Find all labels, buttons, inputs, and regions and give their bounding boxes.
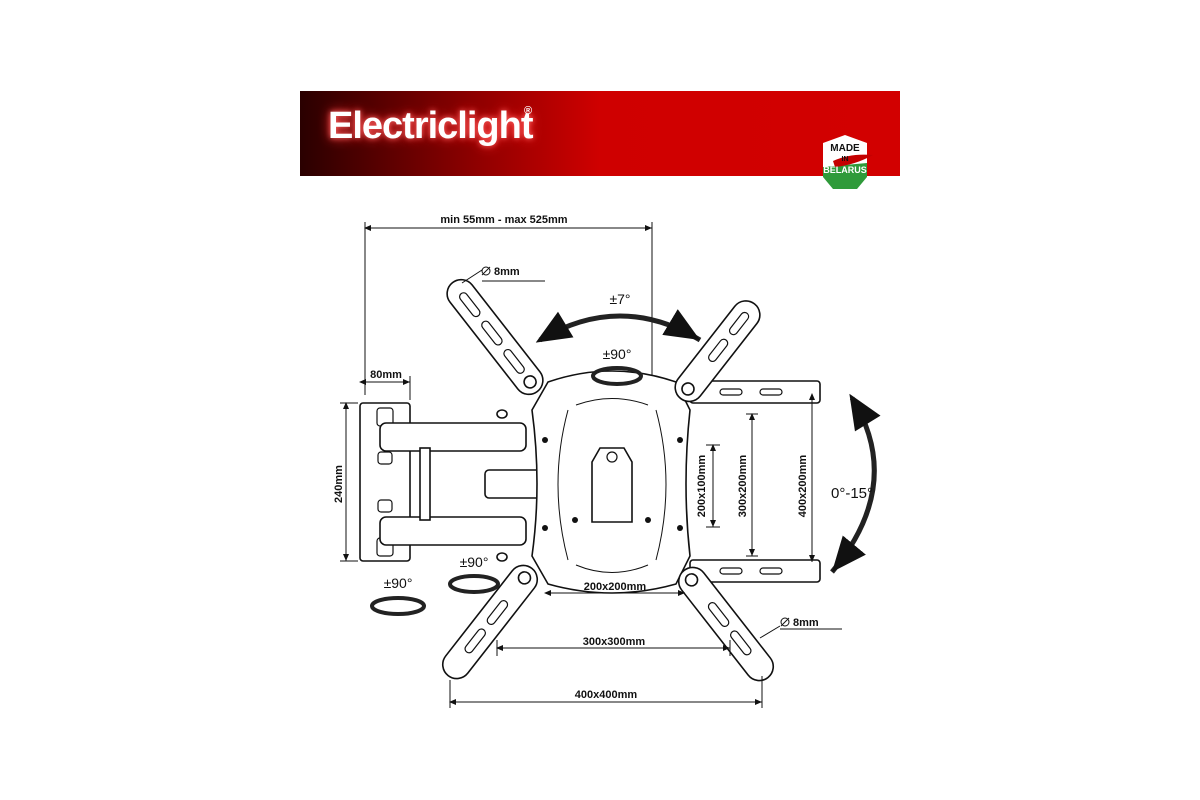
registered-mark: ®: [524, 105, 533, 117]
vesa-200x100-label: 200x100mm: [696, 455, 708, 518]
vesa-horizontal-dimensions: 200x200mm 300x300mm 400x400mm: [449, 581, 763, 708]
vesa-400x200-label: 400x200mm: [797, 455, 809, 518]
swivel-mid-icon: ±90°: [448, 554, 500, 594]
wall-height-label: 240mm: [333, 465, 345, 503]
vesa-300x300-label: 300x300mm: [583, 636, 646, 648]
vesa-plate: [531, 370, 691, 594]
vesa-400x400-label: 400x400mm: [575, 689, 638, 701]
vesa-200x200-label: 200x200mm: [584, 581, 647, 593]
tilt-side-label: ±7°: [609, 291, 630, 307]
bracket-top-right: [674, 300, 761, 403]
hole-callout-bottom: 8mm: [759, 617, 842, 639]
swivel-bottom-label: ±90°: [384, 575, 413, 591]
hole-callout-top: 8mm: [461, 266, 545, 284]
bracket-bottom-left: [441, 564, 539, 680]
wall-height-dimension: 240mm: [333, 402, 358, 562]
vesa-vertical-dimensions: 200x100mm 300x200mm 400x200mm: [696, 393, 815, 562]
hole-label-bottom: 8mm: [793, 617, 819, 629]
wall-width-label: 80mm: [370, 369, 402, 381]
badge-in-text: IN: [842, 156, 849, 163]
swivel-top-label: ±90°: [603, 346, 632, 362]
made-in-belarus-badge: MADE IN BELARUS: [823, 135, 873, 189]
vesa-300x200-label: 300x200mm: [737, 455, 749, 518]
swivel-bottom-icon: ±90°: [370, 575, 426, 616]
tilt-label: 0°-15°: [831, 485, 873, 502]
tilt-side-arrow: ±7°: [535, 291, 702, 343]
swivel-mid-label: ±90°: [460, 554, 489, 570]
tilt-arrow: 0°-15°: [830, 393, 881, 574]
badge-made-text: MADE: [830, 143, 860, 154]
brand-banner: Electriclight ® MADE IN BELARUS: [300, 91, 900, 189]
vesa-rails: [689, 380, 821, 583]
extension-label: min 55mm - max 525mm: [440, 214, 567, 226]
bracket-top-left: [446, 278, 544, 396]
bracket-bottom-right: [677, 566, 775, 682]
swivel-top-icon: ±90°: [591, 346, 643, 386]
wall-width-dimension: 80mm: [359, 369, 411, 400]
hole-label-top: 8mm: [494, 266, 520, 278]
extension-dimension: min 55mm - max 525mm: [364, 214, 653, 395]
badge-belarus-text: BELARUS: [823, 165, 867, 175]
brand-logo: Electriclight: [328, 105, 533, 147]
